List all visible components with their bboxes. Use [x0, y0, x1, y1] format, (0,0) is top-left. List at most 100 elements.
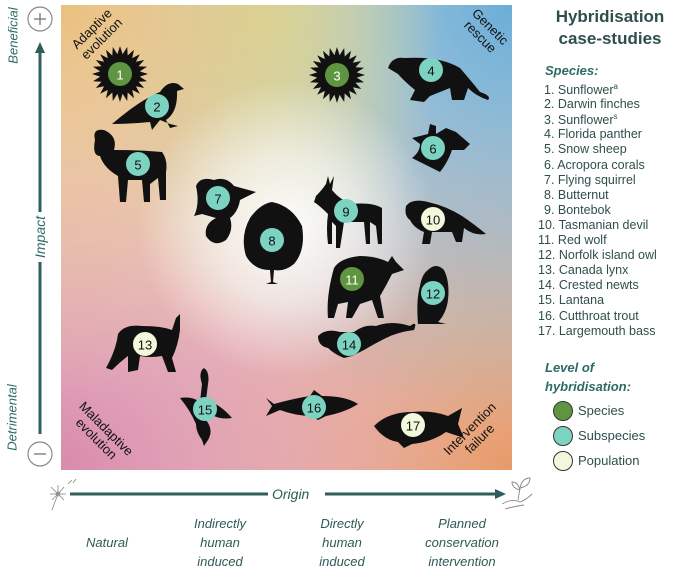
marker-17: 17 — [401, 413, 425, 437]
marker-number: 6 — [429, 142, 436, 157]
marker-12: 12 — [421, 281, 445, 305]
species-label: 6. Acropora corals — [544, 157, 645, 172]
marker-circle — [401, 413, 425, 437]
origin-text: Planned — [438, 516, 486, 531]
origin-text: human — [322, 535, 362, 550]
x-axis-label: Origin — [272, 486, 310, 502]
marker-11: 11 — [340, 267, 364, 291]
marker-number: 7 — [214, 192, 221, 207]
marker-circle — [421, 281, 445, 305]
red-wolf-silhouette — [327, 256, 404, 318]
marker-6: 6 — [421, 136, 445, 160]
marker-number: 3 — [333, 69, 340, 84]
species-list-item: 9. Bontebok — [544, 203, 611, 217]
species-list-item: 1. Sunflowera — [544, 82, 618, 97]
level-population-swatch — [553, 451, 573, 471]
marker-number: 5 — [134, 158, 141, 173]
species-label: 10. Tasmanian devil — [538, 217, 649, 232]
y-axis-arrowhead — [35, 42, 45, 53]
marker-15: 15 — [193, 397, 217, 421]
species-heading: Species: — [545, 63, 599, 78]
species-label: 12. Norfolk island owl — [538, 248, 657, 263]
species-list-item: 7. Flying squirrel — [544, 173, 636, 187]
species-list-item: 2. Darwin finches — [544, 97, 640, 111]
level-population-label: Population — [578, 453, 640, 468]
marker-circle — [334, 199, 358, 223]
origin-directly-human-induced: Directly human induced — [287, 514, 397, 571]
species-label: 11. Red wolf — [538, 233, 607, 247]
dandelion-icon — [50, 478, 77, 511]
marker-circle — [206, 186, 230, 210]
species-label: 16. Cutthroat trout — [538, 308, 639, 323]
species-list-item: 12. Norfolk island owl — [538, 248, 657, 262]
marker-8: 8 — [260, 228, 284, 252]
plus-circle-icon — [27, 6, 53, 32]
species-list-item: 8. Butternut — [544, 188, 609, 202]
species-list-item: 3. Sunflowers — [544, 112, 617, 127]
species-list-item: 16. Cutthroat trout — [538, 309, 639, 323]
marker-number: 10 — [426, 213, 440, 228]
marker-number: 1 — [116, 68, 123, 83]
origin-text: intervention — [428, 554, 496, 569]
minus-circle-icon — [27, 441, 53, 467]
x-axis-arrowhead — [495, 489, 506, 499]
level-species-swatch — [553, 401, 573, 421]
marker-1: 1 — [108, 62, 132, 86]
species-label: 7. Flying squirrel — [544, 172, 636, 187]
marker-10: 10 — [421, 207, 445, 231]
species-label: 8. Butternut — [544, 187, 609, 202]
species-label: 14. Crested newts — [538, 278, 639, 293]
marker-number: 4 — [427, 64, 434, 79]
hand-with-seedling-icon — [501, 477, 533, 510]
origin-text: Directly — [320, 516, 364, 531]
crested-newt-silhouette — [318, 323, 416, 358]
marker-7: 7 — [206, 186, 230, 210]
level-heading-line: Level of — [545, 360, 595, 375]
marker-number: 16 — [307, 401, 321, 416]
y-axis-label: Impact — [32, 216, 48, 259]
marker-3: 3 — [325, 63, 349, 87]
marker-9: 9 — [334, 199, 358, 223]
marker-circle — [421, 136, 445, 160]
tasmanian-devil-silhouette — [405, 200, 486, 244]
origin-text: induced — [319, 554, 365, 569]
origin-text: human — [200, 535, 240, 550]
marker-circle — [133, 332, 157, 356]
legend-title-line: case-studies — [558, 29, 662, 48]
origin-text: induced — [197, 554, 243, 569]
marker-circle — [421, 207, 445, 231]
y-axis-bottom-label: Detrimental — [4, 384, 20, 451]
species-list-item: 17. Largemouth bass — [538, 324, 655, 338]
marker-number: 17 — [406, 419, 420, 434]
species-label: 5. Snow sheep — [544, 142, 627, 157]
species-label: 3. Sunflower — [544, 113, 614, 128]
marker-14: 14 — [337, 332, 361, 356]
species-superscript: a — [613, 82, 618, 91]
legend-title-line: Hybridisation — [555, 7, 665, 26]
marker-circle — [126, 152, 150, 176]
species-label: 2. Darwin finches — [544, 97, 640, 112]
species-label: 9. Bontebok — [544, 202, 611, 217]
marker-2: 2 — [145, 94, 169, 118]
species-label: 15. Lantana — [538, 293, 605, 308]
marker-13: 13 — [133, 332, 157, 356]
level-subspecies-swatch — [553, 426, 573, 446]
origin-natural: Natural — [52, 533, 162, 552]
species-label: 17. Largemouth bass — [538, 323, 656, 338]
marker-number: 14 — [342, 338, 356, 353]
marker-number: 8 — [268, 234, 275, 249]
marker-circle — [340, 267, 364, 291]
level-subspecies-label: Subspecies — [578, 428, 646, 443]
marker-number: 9 — [342, 205, 349, 220]
marker-circle — [145, 94, 169, 118]
origin-text: Indirectly — [193, 516, 247, 531]
origin-text: Natural — [86, 535, 128, 550]
species-list-item: 5. Snow sheep — [544, 142, 627, 156]
marker-number: 11 — [345, 273, 359, 288]
florida-panther-silhouette — [388, 57, 489, 102]
species-list-item: 14. Crested newts — [538, 278, 639, 292]
origin-text: conservation — [425, 535, 499, 550]
level-species-label: Species — [578, 403, 625, 418]
